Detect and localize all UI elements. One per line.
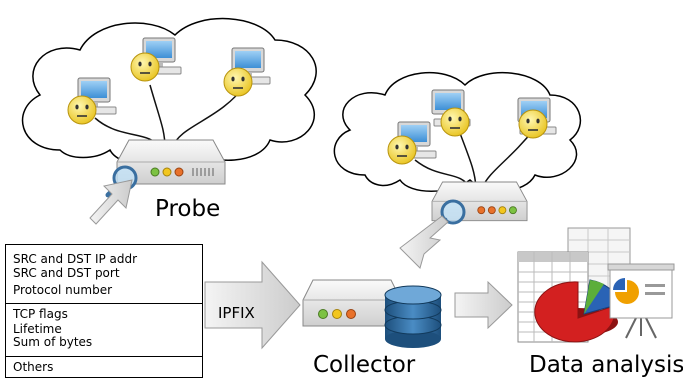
smiley-icon [387,135,417,165]
smiley-icon [67,95,97,125]
record-field: SRC and DST port [13,266,120,280]
arrow-probe-to-collector [399,215,449,269]
flow-record-box: SRC and DST IP addr SRC and DST port Pro… [5,244,203,378]
record-field: TCP flags [13,307,68,321]
ipfix-label: IPFIX [218,304,255,322]
record-field: Others [13,360,54,374]
presentation-icon [607,263,675,339]
record-field: Sum of bytes [13,335,93,349]
record-divider [6,356,202,357]
record-field: Protocol number [13,283,113,297]
record-divider [6,303,202,304]
data-analysis-label: Data analysis [529,352,683,378]
probe-label: Probe [155,196,221,222]
database-icon [384,285,442,348]
probe-device-icon [116,139,226,185]
smiley-icon [223,67,253,97]
record-field: SRC and DST IP addr [13,252,138,266]
smiley-icon [440,107,470,137]
arrow-collector-to-analysis [454,280,513,330]
arrow-probe-to-record [89,179,133,225]
smiley-icon [130,52,160,82]
ipfix-arrow [204,260,301,350]
probe-device-icon [431,181,528,222]
collector-label: Collector [313,352,416,378]
collector-device-icon [302,279,402,327]
record-field: Lifetime [13,322,62,336]
smiley-icon [518,109,548,139]
